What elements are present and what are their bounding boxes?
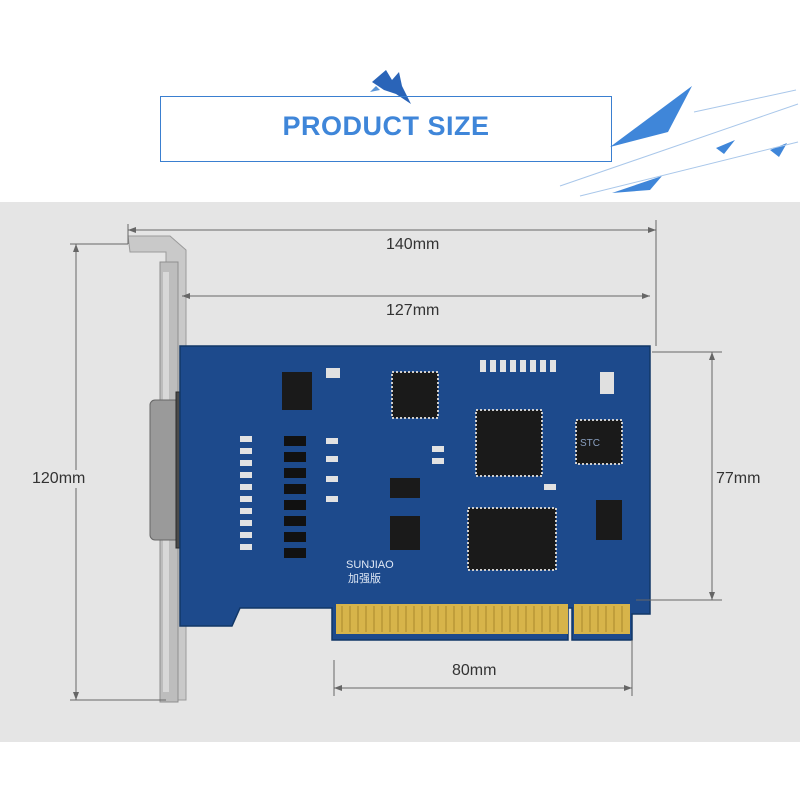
title-box: PRODUCT SIZE [160, 96, 612, 162]
dimension-board-width: 127mm [384, 302, 442, 320]
page-title: PRODUCT SIZE [282, 111, 490, 141]
decoration-graphics [370, 70, 799, 197]
chip-marking: STC [580, 438, 600, 449]
silkscreen-edition: 加强版 [348, 571, 381, 585]
silkscreen-brand: SUNJIAO [346, 559, 394, 571]
dimension-overall-width: 140mm [384, 236, 442, 254]
pci-edge-connector [336, 604, 630, 634]
edge-contacts [341, 606, 623, 632]
resistors [240, 360, 556, 550]
chips [282, 368, 623, 571]
bird-logo-icon [370, 70, 411, 104]
corner-triangles-icon [559, 86, 799, 197]
dimension-connector-width: 80mm [450, 662, 499, 680]
dimension-board-height: 77mm [714, 470, 763, 488]
dimension-overall-height: 120mm [30, 470, 88, 488]
opto-isolators [284, 436, 306, 558]
